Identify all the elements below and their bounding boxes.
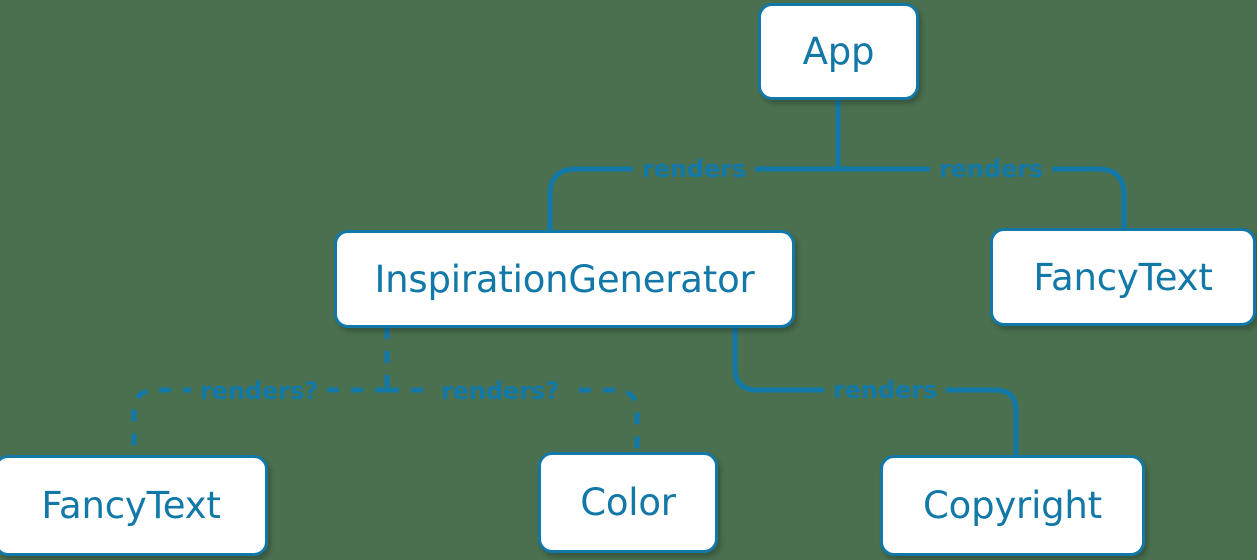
- edge-app-to-inspiration-generator: [547, 166, 838, 230]
- edge-label-inspiration-generator-to-copyright: renders: [823, 376, 947, 404]
- node-fancytext-left-label: FancyText: [41, 484, 221, 527]
- edge-label-inspiration-generator-to-fancytext-left: renders?: [191, 377, 327, 405]
- node-copyright[interactable]: Copyright: [880, 455, 1145, 556]
- edge-label-app-to-inspiration-generator: renders: [632, 155, 756, 183]
- node-color[interactable]: Color: [538, 452, 718, 553]
- node-color-label: Color: [580, 481, 676, 524]
- edge-label-inspiration-generator-to-color: renders?: [432, 377, 568, 405]
- node-fancytext-right-label: FancyText: [1033, 255, 1213, 299]
- node-app-label: App: [802, 30, 875, 73]
- node-fancytext-right[interactable]: FancyText: [990, 228, 1256, 326]
- edge-app-to-fancytext-right: [838, 166, 1127, 228]
- edge-inspiration-generator-to-color: [387, 387, 640, 452]
- edge-label-app-to-fancytext-right: renders: [929, 155, 1053, 183]
- node-app[interactable]: App: [758, 3, 919, 100]
- edge-inspiration-generator-to-fancytext-left: [131, 387, 387, 455]
- node-copyright-label: Copyright: [923, 484, 1102, 527]
- node-inspiration-generator[interactable]: InspirationGenerator: [334, 230, 795, 328]
- node-inspiration-generator-label: InspirationGenerator: [374, 257, 755, 301]
- node-fancytext-left[interactable]: FancyText: [0, 455, 268, 556]
